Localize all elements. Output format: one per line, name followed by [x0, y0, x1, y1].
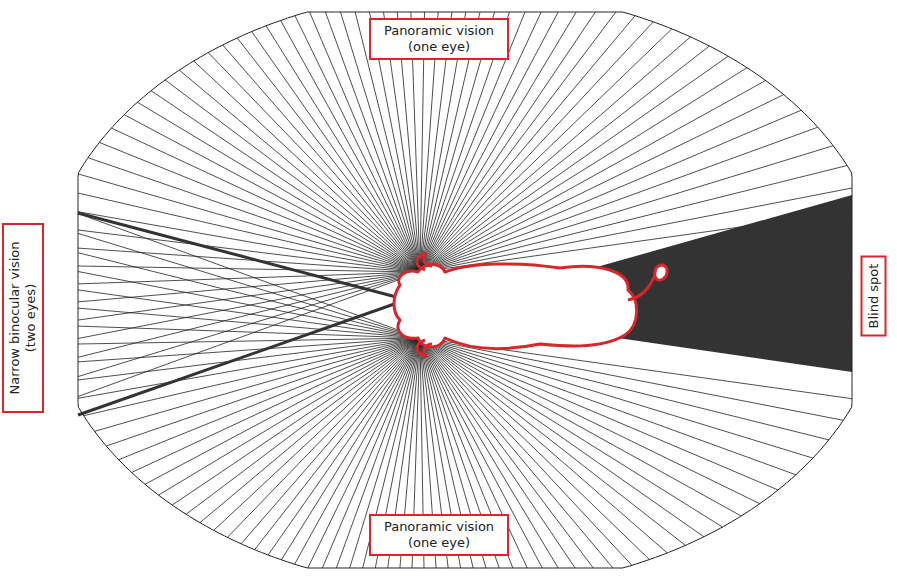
vision-ray [200, 338, 420, 523]
vision-ray [420, 29, 672, 272]
vision-ray [78, 338, 420, 362]
region-label: Blind spot [860, 256, 886, 337]
vision-ray [78, 338, 420, 398]
vision-ray [145, 338, 420, 484]
vision-ray [266, 26, 420, 272]
vision-ray [420, 338, 796, 475]
vision-ray [78, 338, 420, 344]
label-text: Panoramic vision (one eye) [377, 23, 501, 55]
vision-ray [78, 212, 420, 272]
label-text: Panoramic vision (one eye) [377, 519, 501, 551]
vision-ray [78, 272, 420, 377]
vision-ray [237, 38, 420, 272]
label-text: Blind spot [865, 264, 881, 329]
vision-ray [420, 338, 760, 504]
vision-ray [78, 214, 420, 339]
binocular-limit [78, 302, 400, 415]
vision-ray [420, 37, 691, 272]
vision-ray [78, 233, 420, 338]
vision-ray [223, 45, 420, 272]
vision-ray [227, 338, 420, 537]
vision-ray [137, 102, 420, 272]
vision-ray [208, 53, 420, 272]
vision-ray [78, 266, 420, 272]
field-outline [78, 12, 852, 568]
vision-ray [132, 338, 420, 473]
region-label: Narrow binocular vision (two eyes) [2, 223, 44, 413]
region-label: Panoramic vision (one eye) [369, 18, 509, 60]
cow-figure [394, 254, 667, 356]
vision-ray [124, 115, 420, 272]
vision-ray [159, 338, 421, 495]
vision-ray [106, 338, 420, 446]
vision-ray [78, 272, 420, 284]
vision-ray [78, 272, 420, 339]
vision-ray [78, 272, 420, 339]
vision-ray [78, 253, 420, 338]
vision-ray [420, 338, 741, 516]
vision-ray [214, 338, 420, 530]
vision-rays [78, 12, 852, 568]
vision-ray [420, 56, 728, 272]
region-label: Panoramic vision (one eye) [369, 514, 509, 556]
vision-ray [420, 46, 709, 272]
vision-ray [420, 338, 778, 490]
vision-ray [172, 338, 420, 505]
vision-ray [111, 128, 420, 272]
vision-ray [194, 61, 420, 272]
vision-ray [252, 32, 420, 272]
vision-ray [420, 338, 723, 527]
vision-ray [78, 338, 420, 380]
vision-ray [99, 142, 420, 272]
label-text: Narrow binocular vision (two eyes) [7, 231, 39, 405]
binocular-limit [78, 213, 400, 298]
